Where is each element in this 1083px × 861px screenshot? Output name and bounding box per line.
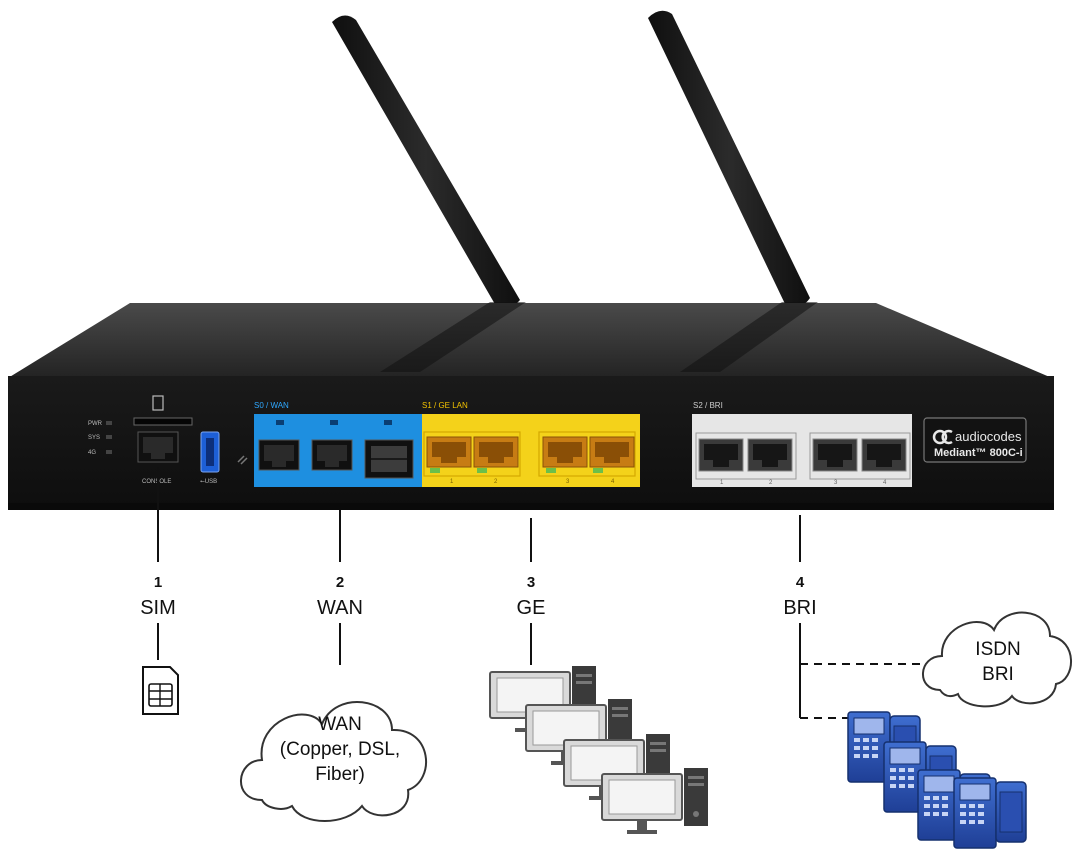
wan-panel: S0 / WAN (254, 401, 422, 487)
sim-card-icon (142, 666, 179, 715)
cloud-icon (922, 611, 1072, 708)
computer-group (489, 665, 709, 835)
callout-number: 1 (154, 574, 162, 591)
wan-panel-label: S0 / WAN (254, 401, 289, 410)
isdn-cloud-line: BRI (982, 664, 1014, 685)
antenna-icon (332, 10, 810, 308)
bri-port-number: 4 (883, 480, 887, 486)
callout-lines (157, 467, 924, 719)
callout-2: 2 WAN (317, 574, 363, 619)
callout-1: 1 SIM (140, 574, 176, 619)
wan-cloud-line: WAN (318, 714, 362, 735)
bri-port-number: 2 (769, 480, 773, 486)
led-panel: PWR SYS 4G (88, 421, 112, 456)
phone-group (847, 711, 1027, 849)
callout-label: BRI (783, 597, 816, 619)
callout-number: 3 (527, 574, 535, 591)
lan-port-number: 1 (450, 479, 454, 485)
brand-name: audiocodes (955, 429, 1022, 444)
lan-panel-label: S1 / GE LAN (422, 401, 468, 410)
brand-plate: audiocodes Mediant™ 800C-i (923, 417, 1027, 463)
callout-number: 2 (336, 574, 344, 591)
ip-phone-icon (953, 777, 1027, 849)
lan-panel: S1 / GE LAN 1 2 3 4 (422, 401, 640, 487)
callout-label: GE (517, 597, 546, 619)
model-name: Mediant™ 800C-i (934, 447, 1023, 459)
callout-label: SIM (140, 597, 176, 619)
led-label: SYS (88, 435, 100, 441)
wan-cloud: WAN (Copper, DSL, Fiber) (240, 701, 428, 822)
computer-icon (601, 767, 709, 835)
usb-symbol: ⭠USB (200, 479, 217, 485)
wan-cloud-line: Fiber) (315, 764, 365, 785)
bri-port-number: 1 (720, 480, 724, 486)
bri-panel-label: S2 / BRI (693, 401, 723, 410)
lan-port-number: 3 (566, 479, 570, 485)
led-label: PWR (88, 421, 103, 427)
led-label: 4G (88, 450, 96, 456)
callout-label: WAN (317, 597, 363, 619)
lan-port-number: 4 (611, 479, 615, 485)
callout-4: 4 BRI (783, 574, 816, 619)
lan-port-number: 2 (494, 479, 498, 485)
bri-port-number: 3 (834, 480, 838, 486)
cloud-icon (240, 701, 428, 822)
isdn-cloud-line: ISDN (975, 639, 1020, 660)
usb-port: ⭠USB (200, 431, 220, 485)
console-port: CONSOLE (137, 431, 179, 485)
callout-number: 4 (796, 574, 805, 591)
sfp-port (364, 439, 414, 479)
wan-cloud-line: (Copper, DSL, (280, 739, 400, 760)
bri-panel: S2 / BRI 1 2 3 4 (692, 401, 912, 487)
sim-slot (133, 395, 193, 426)
console-label: CONSOLE (142, 479, 171, 485)
isdn-cloud: ISDN BRI (922, 611, 1072, 708)
antenna-base (380, 302, 818, 372)
callout-3: 3 GE (517, 574, 546, 619)
